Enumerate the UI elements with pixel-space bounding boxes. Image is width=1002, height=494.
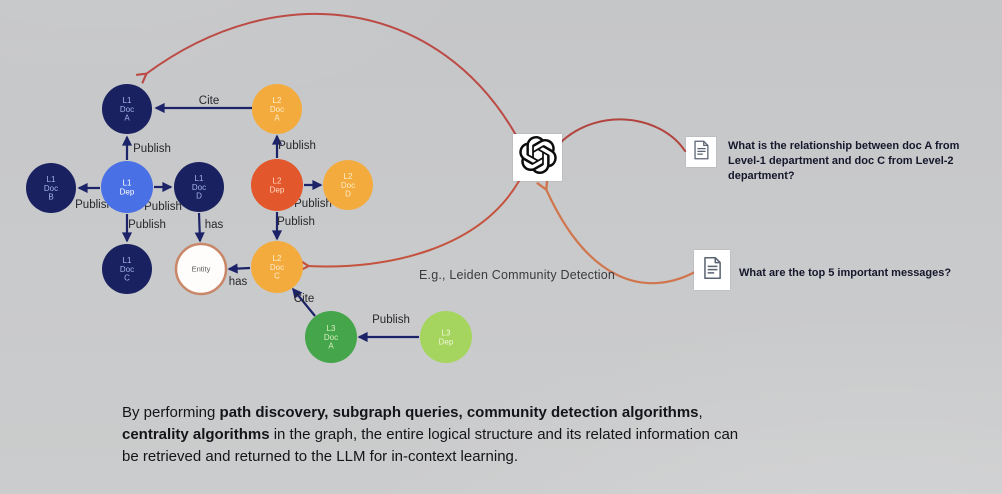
question-2-text: What are the top 5 important messages? [739,267,952,279]
edge-label-publish-l2dep-c: Publish [277,216,315,228]
question-document-icon-2 [694,250,730,290]
graph-edge-cite-l3a-l2c [292,287,316,317]
document-icon [699,253,725,288]
edge-label-has-l1d-entity: has [205,219,224,231]
edge-label-cite-l2a-l1a: Cite [199,95,219,107]
red-arrow-llm-to-l2docc [298,180,520,272]
red-arrow-q2-to-llm [536,177,697,285]
edge-label-publish-l1dep-d: Publish [144,201,182,213]
graph-node-entity: Entity [174,242,228,296]
edge-label-cite-l3a-l2c: Cite [294,293,314,305]
document-icon [690,139,712,166]
red-arrow-q1-to-llm [550,118,686,152]
red-arrow-llm-to-l1doca [135,13,518,138]
edge-label-publish-l2dep-a: Publish [278,140,316,152]
openai-logo-icon [518,136,557,179]
question-document-icon-1 [686,137,716,167]
edge-label-publish-l1dep-b: Publish [75,199,113,211]
graph-edge-has-l1d-entity [194,212,205,243]
question-1-text: What is the relationship between doc A f… [728,140,960,182]
edge-label-publish-l1dep-c: Publish [128,219,166,231]
edge-label-publish-l3dep-a: Publish [372,314,410,326]
edge-label-publish-l2dep-d: Publish [294,198,332,210]
graph-edge-has-l2c-entity [227,263,251,274]
edge-label-has-l2c-entity: has [229,276,248,288]
community-detection-annotation: E.g., Leiden Community Detection [419,268,616,282]
svg-text:Entity: Entity [192,265,211,274]
llm-box [513,134,562,181]
edge-label-publish-l1dep-a: Publish [133,143,171,155]
caption-text: By performing path discovery, subgraph q… [122,404,739,465]
